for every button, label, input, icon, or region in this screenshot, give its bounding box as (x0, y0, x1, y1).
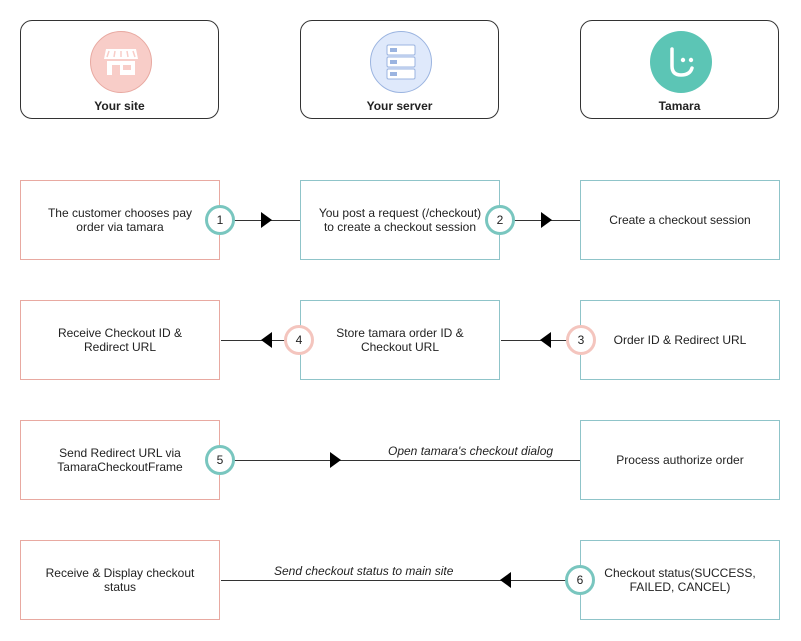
tamara-smile-icon (650, 31, 712, 93)
step-text: Create a checkout session (609, 213, 751, 227)
step-text: Checkout status(SUCCESS, FAILED, CANCEL) (604, 566, 756, 594)
arrow-right-icon (261, 212, 272, 228)
step-text: Process authorize order (616, 453, 744, 467)
step-badge-5: 5 (205, 445, 235, 475)
step-badge-6: 6 (565, 565, 595, 595)
step-text: You post a request (/checkout) to create… (318, 206, 482, 234)
step-receive-checkout-id: Receive Checkout ID & Redirect URL (20, 300, 220, 380)
step-badge-4: 4 (284, 325, 314, 355)
lane-tamara: Tamara (580, 20, 779, 119)
step-badge-3: 3 (566, 325, 596, 355)
connector-4 (221, 340, 300, 341)
edge-label-send-status: Send checkout status to main site (274, 564, 454, 578)
lane-title: Tamara (658, 99, 701, 113)
arrow-left-icon (500, 572, 511, 588)
arrow-left-icon (540, 332, 551, 348)
step-store-order-id: Store tamara order ID & Checkout URL (300, 300, 500, 380)
lane-title: Your server (366, 99, 433, 113)
step-badge-2: 2 (485, 205, 515, 235)
edge-label-open-dialog: Open tamara's checkout dialog (388, 444, 554, 458)
step-badge-1: 1 (205, 205, 235, 235)
step-send-redirect-url: Send Redirect URL via TamaraCheckoutFram… (20, 420, 220, 500)
step-receive-display-status: Receive & Display checkout status (20, 540, 220, 620)
step-text: Receive Checkout ID & Redirect URL (57, 326, 183, 354)
connector-2 (501, 220, 580, 221)
step-order-id-redirect: Order ID & Redirect URL (580, 300, 780, 380)
step-post-request: You post a request (/checkout) to create… (300, 180, 500, 260)
connector-1 (221, 220, 300, 221)
lane-your-site: Your site (20, 20, 219, 119)
arrow-left-icon (261, 332, 272, 348)
step-checkout-status: Checkout status(SUCCESS, FAILED, CANCEL) (580, 540, 780, 620)
step-text: Receive & Display checkout status (45, 566, 195, 594)
step-text: Store tamara order ID & Checkout URL (336, 326, 464, 354)
connector-5 (221, 460, 580, 461)
step-customer-chooses: The customer chooses pay order via tamar… (20, 180, 220, 260)
connector-6 (221, 580, 580, 581)
step-create-session: Create a checkout session (580, 180, 780, 260)
step-text: The customer chooses pay order via tamar… (47, 206, 193, 234)
lane-your-server: Your server (300, 20, 499, 119)
arrow-right-icon (330, 452, 341, 468)
step-process-authorize: Process authorize order (580, 420, 780, 500)
step-text: Order ID & Redirect URL (613, 333, 747, 347)
server-icon (370, 31, 432, 93)
lane-title: Your site (94, 99, 145, 113)
store-icon (90, 31, 152, 93)
step-text: Send Redirect URL via TamaraCheckoutFram… (57, 446, 183, 474)
arrow-right-icon (541, 212, 552, 228)
